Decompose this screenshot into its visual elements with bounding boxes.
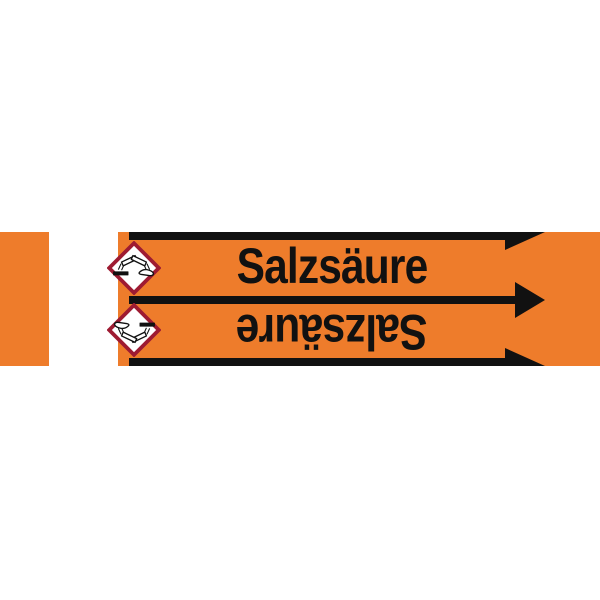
substance-name-reversed: Salzsäure bbox=[236, 304, 428, 360]
ghs05-corrosive-icon-rotated bbox=[106, 302, 162, 358]
substance-name: Salzsäure bbox=[236, 238, 429, 294]
pictogram-strip bbox=[49, 232, 162, 366]
flow-arrow-top bbox=[129, 232, 545, 250]
flow-arrow-middle bbox=[129, 282, 545, 318]
flow-arrow-bottom bbox=[129, 348, 545, 366]
pipe-marker-band: Salzsäure Salzsäure bbox=[0, 232, 600, 366]
ghs05-corrosive-icon bbox=[106, 240, 162, 296]
